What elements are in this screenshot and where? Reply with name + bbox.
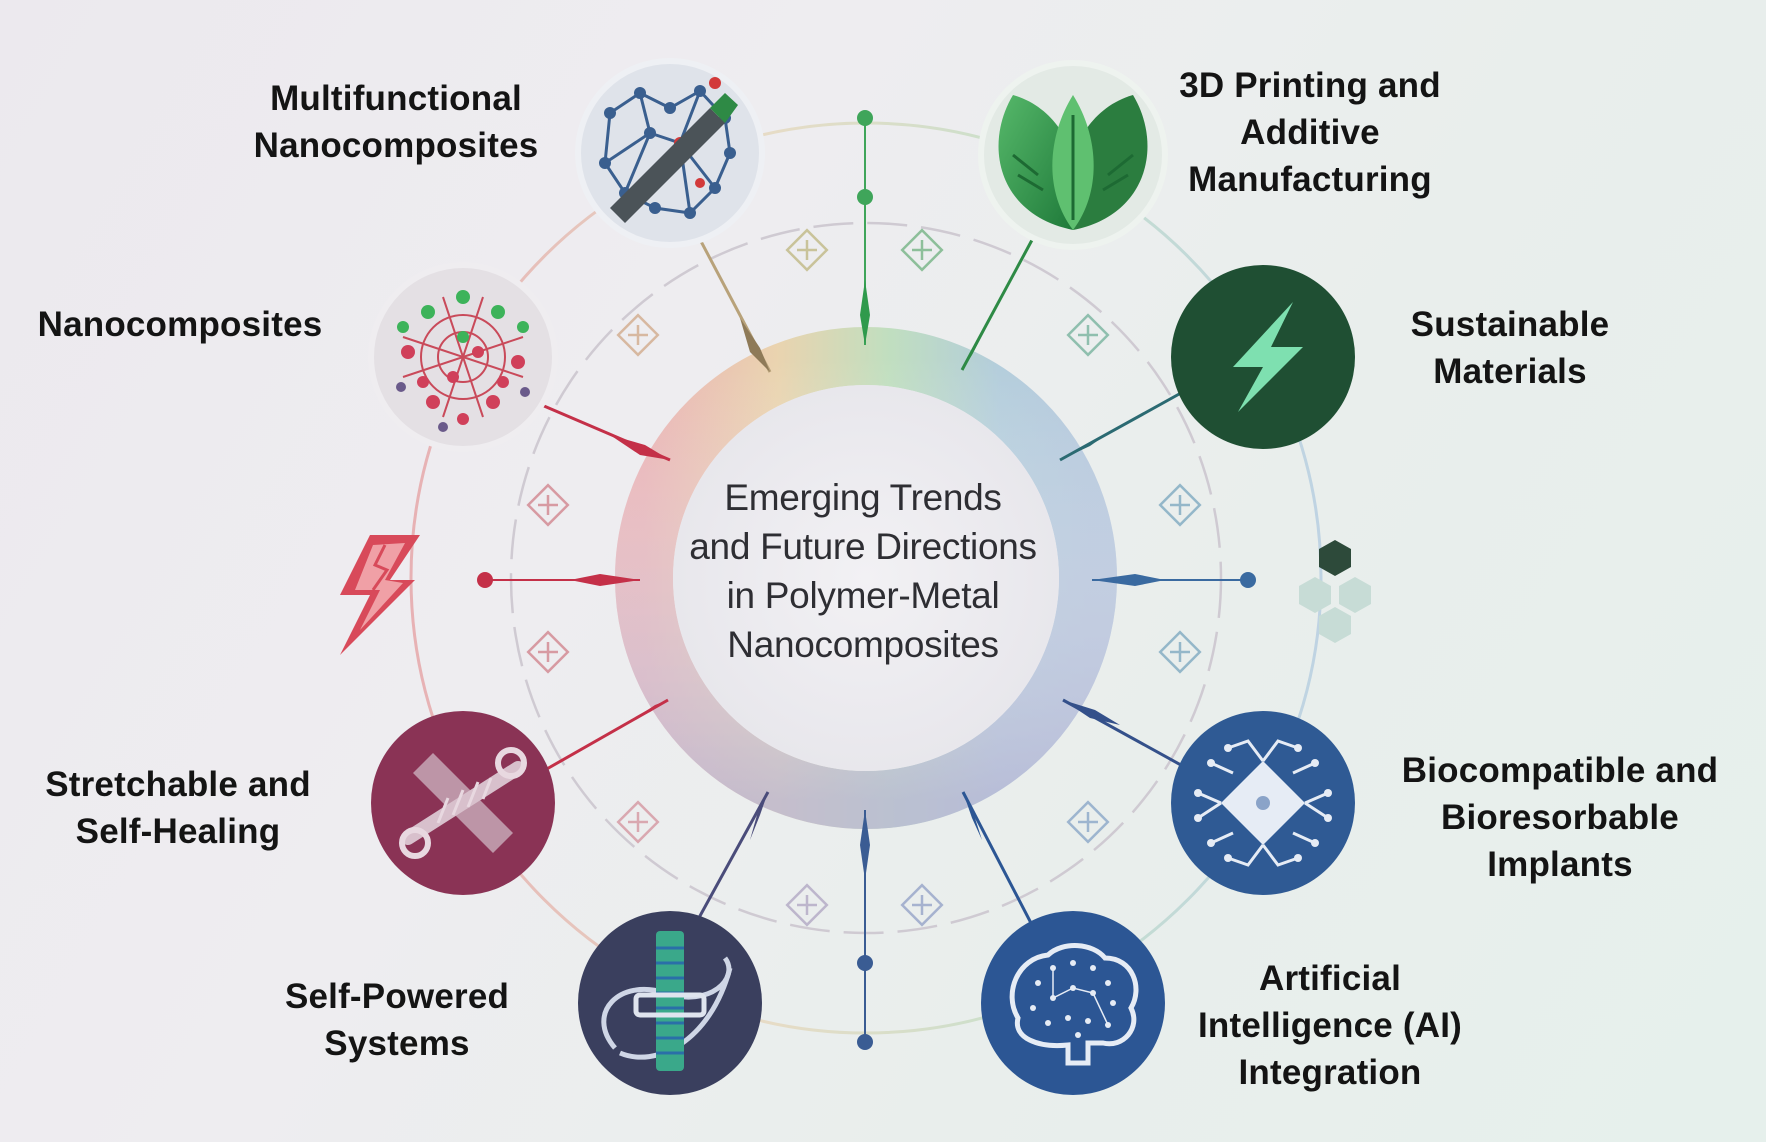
center-title-line: Emerging Trends [724,477,1002,518]
hexagon-cluster-icon [1299,540,1371,643]
battery-coil-icon [578,911,762,1095]
center-title-line: Nanocomposites [727,624,999,665]
label-line: Manufacturing [1188,160,1432,199]
gradient-ring-shade [615,327,1117,829]
label-biocompatible-implants: Biocompatible and Bioresorbable Implants [1380,747,1740,888]
label-line: Stretchable and [45,765,311,804]
lightning-bolt-icon [1171,265,1355,449]
label-nanocomposites: Nanocomposites [20,301,340,348]
neural-implant-icon [1171,711,1355,895]
label-ai-integration: Artificial Intelligence (AI) Integration [1170,955,1490,1096]
label-line: Self-Healing [75,812,281,851]
label-sustainable-materials: Sustainable Materials [1350,301,1670,395]
label-line: Additive [1240,113,1380,152]
label-3d-printing: 3D Printing and Additive Manufacturing [1150,62,1470,203]
label-line: Materials [1433,352,1587,391]
label-stretchable-self-healing: Stretchable and Self-Healing [18,761,338,855]
diamond-markers [526,228,1202,927]
label-line: Nanocomposites [253,126,539,165]
label-line: Implants [1487,845,1633,884]
center-title: Emerging Trends and Future Directions in… [663,473,1063,669]
cracked-lightning-icon [340,535,420,655]
leaf-icon [978,60,1168,250]
spokes [477,110,1256,1050]
center-disc [673,385,1059,771]
label-line: Artificial [1258,959,1402,998]
label-line: Bioresorbable [1441,798,1679,837]
label-multifunctional-nanocomposites: Multifunctional Nanocomposites [236,75,556,169]
label-line: 3D Printing and [1179,66,1441,105]
label-line: Biocompatible and [1401,751,1719,790]
bandage-spring-icon [371,711,555,895]
label-line: Sustainable [1410,305,1610,344]
label-self-powered-systems: Self-Powered Systems [237,973,557,1067]
nanonetwork-icon [575,58,765,248]
label-line: Integration [1238,1053,1422,1092]
label-line: Multifunctional [270,79,522,118]
label-line: Self-Powered [284,977,510,1016]
label-line: Nanocomposites [37,305,323,344]
center-title-line: and Future Directions [689,526,1037,567]
center-title-line: in Polymer-Metal [726,575,1000,616]
brain-icon [981,911,1165,1095]
molecule-cluster-icon [368,262,558,452]
label-line: Systems [324,1024,470,1063]
label-line: Intelligence (AI) [1198,1006,1462,1045]
